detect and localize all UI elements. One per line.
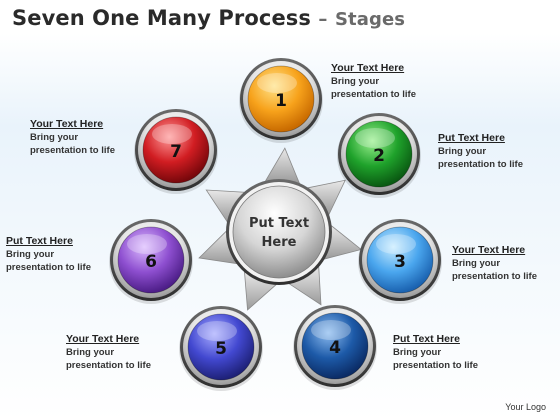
- stage-text-line: Bring your: [331, 76, 380, 87]
- title-main: Seven One Many Process: [12, 6, 311, 30]
- stage-node-4: 4: [293, 305, 377, 390]
- stage-node-6: 6: [109, 219, 193, 304]
- stage-text-line: Bring your: [30, 132, 79, 143]
- arrow-1: [264, 147, 301, 184]
- stage-label-5: Your Text Here Bring your presentation t…: [66, 332, 151, 372]
- stage-number: 4: [329, 338, 341, 358]
- arrow-burst: [198, 147, 363, 311]
- stage-label-2: Put Text Here Bring your presentation to…: [438, 131, 523, 171]
- stage-disc: [366, 226, 434, 294]
- stage-node-7: 7: [134, 109, 218, 194]
- stage-node-2: 2: [337, 113, 421, 198]
- page-title: Seven One Many Process – Stages: [12, 6, 405, 30]
- stage-label-1: Your Text Here Bring your presentation t…: [331, 61, 416, 101]
- stage-text-line: Bring your: [6, 249, 55, 260]
- stage-disc: [117, 226, 185, 294]
- stage-disc: [345, 120, 413, 188]
- stage-text-line: presentation to life: [393, 360, 478, 371]
- stage-text-line: Bring your: [438, 146, 487, 157]
- stage-heading: Put Text Here: [438, 132, 505, 144]
- stage-disc: [247, 65, 315, 133]
- stage-nodes: 1 2 3 4 5 6 7: [109, 58, 442, 391]
- stage-node-3: 3: [358, 219, 442, 304]
- center-disc: [232, 185, 326, 279]
- stage-heading: Your Text Here: [30, 118, 104, 130]
- stage-number: 7: [170, 142, 182, 162]
- stage-node-5: 5: [179, 306, 263, 391]
- stage-disc: [142, 116, 210, 184]
- stage-number: 6: [145, 252, 157, 272]
- stage-text-line: presentation to life: [438, 159, 523, 170]
- stage-label-6: Put Text Here Bring your presentation to…: [6, 234, 91, 274]
- stage-label-4: Put Text Here Bring your presentation to…: [393, 332, 478, 372]
- logo-placeholder: Your Logo: [505, 402, 546, 412]
- stage-disc: [187, 313, 255, 381]
- stage-text-line: Bring your: [452, 258, 501, 269]
- center-text-line2: Here: [262, 235, 297, 250]
- stage-heading: Your Text Here: [452, 244, 526, 256]
- stage-text-line: Bring your: [393, 347, 442, 358]
- stage-number: 5: [215, 339, 227, 359]
- stage-text-line: presentation to life: [30, 145, 115, 156]
- center-text-line1: Put Text: [249, 216, 309, 231]
- stage-heading: Put Text Here: [6, 235, 73, 247]
- stage-number: 2: [373, 146, 385, 166]
- stage-text-line: presentation to life: [452, 271, 537, 282]
- stage-number: 1: [275, 91, 287, 111]
- stage-text-line: presentation to life: [331, 89, 416, 100]
- stage-label-3: Your Text Here Bring your presentation t…: [452, 243, 537, 283]
- stage-disc: [301, 312, 369, 380]
- stage-text-line: presentation to life: [66, 360, 151, 371]
- title-sub: Stages: [334, 9, 406, 30]
- stage-heading: Your Text Here: [331, 62, 405, 74]
- stage-heading: Your Text Here: [66, 333, 140, 345]
- stage-node-1: 1: [239, 58, 323, 143]
- title-dash: –: [318, 9, 328, 30]
- stage-text-line: presentation to life: [6, 262, 91, 273]
- stage-label-7: Your Text Here Bring your presentation t…: [30, 117, 115, 157]
- stage-heading: Put Text Here: [393, 333, 460, 345]
- stage-number: 3: [394, 252, 406, 272]
- stage-text-line: Bring your: [66, 347, 115, 358]
